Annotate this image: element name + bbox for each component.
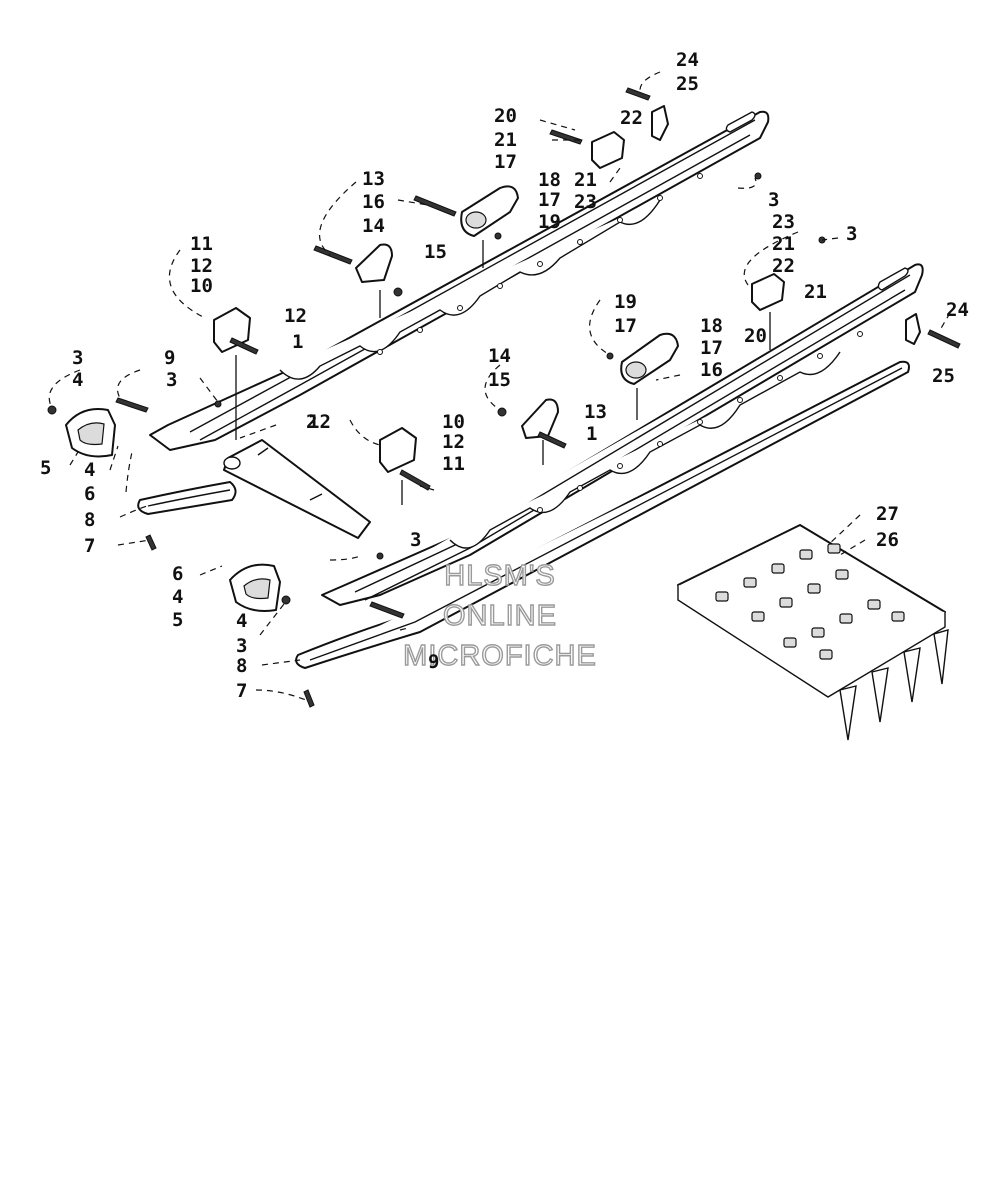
track-clips	[715, 543, 905, 660]
callout-12: 12	[284, 305, 307, 327]
callout-11: 11	[190, 233, 213, 255]
callout-3: 3	[236, 635, 247, 657]
callout-18: 18	[700, 315, 723, 337]
callout-20: 20	[494, 105, 517, 127]
callout-16: 16	[700, 359, 723, 381]
callout-10: 10	[190, 275, 213, 297]
lower-slide-rail	[321, 263, 924, 606]
callout-5: 5	[172, 609, 183, 631]
callout-12: 12	[190, 255, 213, 277]
callout-numbers: 1 1 2 3 3 3 3 3 3 4 4 4 4 5 5 6 6 7 7 8 …	[40, 49, 969, 702]
block-10-lower	[379, 427, 417, 473]
callout-3: 3	[166, 369, 177, 391]
upper-slide-rail	[149, 110, 770, 451]
wear-strip-short	[137, 481, 237, 515]
block-22-upper	[591, 131, 625, 169]
callout-12: 12	[308, 411, 331, 433]
callout-3: 3	[410, 529, 421, 551]
callout-18: 18	[538, 169, 561, 191]
wear-strip-long	[295, 360, 910, 669]
cross-shaft	[223, 439, 371, 539]
watermark-line-2: ONLINE	[443, 600, 557, 632]
callout-5: 5	[40, 457, 51, 479]
callout-13: 13	[584, 401, 607, 423]
shock-bracket-upper	[355, 243, 393, 283]
bumper-lower	[229, 563, 281, 612]
callout-7: 7	[84, 535, 95, 557]
callout-19: 19	[538, 211, 561, 233]
callout-14: 14	[362, 215, 385, 237]
shock-bracket-lower	[521, 398, 559, 439]
rail-holes	[377, 173, 703, 355]
callout-13: 13	[362, 168, 385, 190]
callout-17: 17	[538, 189, 561, 211]
callout-3: 3	[846, 223, 857, 245]
callout-12: 12	[442, 431, 465, 453]
rail-holes-lower	[537, 331, 863, 513]
callout-22: 22	[620, 107, 643, 129]
callout-23: 23	[772, 211, 795, 233]
stop-bracket-lower	[905, 313, 921, 345]
callout-21: 21	[574, 169, 597, 191]
callout-6: 6	[84, 483, 95, 505]
callout-7: 7	[236, 680, 247, 702]
callout-17: 17	[700, 337, 723, 359]
callout-3: 3	[768, 189, 779, 211]
callout-9: 9	[428, 651, 439, 673]
block-22-lower	[751, 273, 785, 311]
block-10-upper	[213, 307, 251, 353]
callout-24: 24	[946, 299, 969, 321]
callout-1: 1	[586, 423, 597, 445]
leader-lines	[48, 71, 951, 701]
callout-20: 20	[744, 325, 767, 347]
callout-15: 15	[488, 369, 511, 391]
callout-21: 21	[804, 281, 827, 303]
watermark-line-3: MICROFICHE	[403, 640, 597, 672]
callout-16: 16	[362, 191, 385, 213]
callout-14: 14	[488, 345, 511, 367]
callout-19: 19	[614, 291, 637, 313]
callout-8: 8	[84, 509, 95, 531]
watermark: HLSM'S ONLINE MICROFICHE	[402, 559, 597, 672]
callout-4: 4	[84, 459, 95, 481]
callout-21: 21	[772, 233, 795, 255]
callout-4: 4	[72, 369, 83, 391]
callout-25: 25	[676, 73, 699, 95]
callout-15: 15	[424, 241, 447, 263]
callout-11: 11	[442, 453, 465, 475]
callout-23: 23	[574, 191, 597, 213]
hardware	[47, 87, 961, 708]
callout-17: 17	[614, 315, 637, 337]
track-lugs	[839, 629, 949, 741]
callout-17: 17	[494, 151, 517, 173]
callout-3: 3	[72, 347, 83, 369]
watermark-line-1: HLSM'S	[444, 560, 555, 592]
stop-bracket-upper	[651, 105, 669, 141]
callout-4: 4	[236, 610, 247, 632]
callout-10: 10	[442, 411, 465, 433]
idler-wheel-upper	[460, 185, 519, 237]
callout-22: 22	[772, 255, 795, 277]
callout-21: 21	[494, 129, 517, 151]
callout-4: 4	[172, 586, 183, 608]
track-section	[677, 524, 949, 741]
callout-8: 8	[236, 655, 247, 677]
callout-2: 2	[306, 411, 317, 433]
bumper-upper	[65, 408, 116, 458]
callout-9: 9	[164, 347, 175, 369]
callout-25: 25	[932, 365, 955, 387]
idler-wheel-lower	[620, 332, 679, 385]
callout-6: 6	[172, 563, 183, 585]
callout-27: 27	[876, 503, 899, 525]
callout-24: 24	[676, 49, 699, 71]
callout-26: 26	[876, 529, 899, 551]
callout-1: 1	[292, 331, 303, 353]
